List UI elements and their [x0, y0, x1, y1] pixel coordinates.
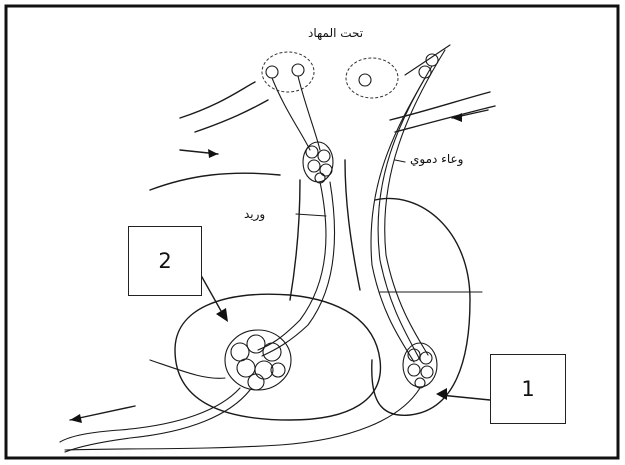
leader-left — [150, 360, 225, 378]
axon-long — [371, 78, 425, 362]
arrow-callout-1 — [440, 395, 490, 400]
outflow-vein-2 — [65, 390, 250, 452]
brain-contour — [150, 173, 280, 190]
callout-box-1: 1 — [490, 354, 566, 424]
arrowhead — [70, 414, 82, 423]
neuron-body — [266, 66, 278, 78]
label-blood-vessel: وعاء دموي — [410, 152, 463, 166]
brain-fold-right-2 — [395, 106, 495, 132]
posterior-capillary-plexus — [403, 343, 437, 388]
leader-vein — [296, 214, 326, 216]
arrowhead — [436, 388, 447, 400]
posterior-lobe — [372, 198, 470, 415]
arrowhead — [216, 308, 228, 322]
leader-blood-vessel — [395, 160, 405, 162]
secondary-capillary-plexus — [225, 330, 291, 390]
axon — [272, 78, 310, 150]
arrowhead — [208, 149, 218, 158]
neuron-body — [292, 64, 304, 76]
axon-long — [378, 66, 432, 360]
axon-tip — [405, 45, 450, 75]
posterior-outflow — [65, 388, 420, 450]
neuron-cluster-left — [262, 52, 314, 92]
portal-vein — [258, 182, 326, 350]
arrow-callout-2 — [198, 270, 225, 318]
brain-fold-left-2 — [195, 100, 268, 132]
neuron-cluster-right — [346, 58, 398, 98]
stalk-right — [345, 160, 360, 290]
arrowhead — [452, 113, 462, 122]
neuron-body — [359, 74, 371, 86]
portal-vein-2 — [262, 182, 335, 356]
stalk-left — [290, 180, 300, 300]
label-vein: وريد — [244, 207, 265, 221]
axon — [298, 76, 320, 150]
outflow-vein — [60, 388, 240, 442]
callout-box-2: 2 — [128, 226, 202, 296]
label-hypothalamus: تحت المهاد — [308, 26, 363, 40]
anterior-lobe — [175, 294, 380, 420]
primary-capillary-plexus — [303, 142, 333, 183]
